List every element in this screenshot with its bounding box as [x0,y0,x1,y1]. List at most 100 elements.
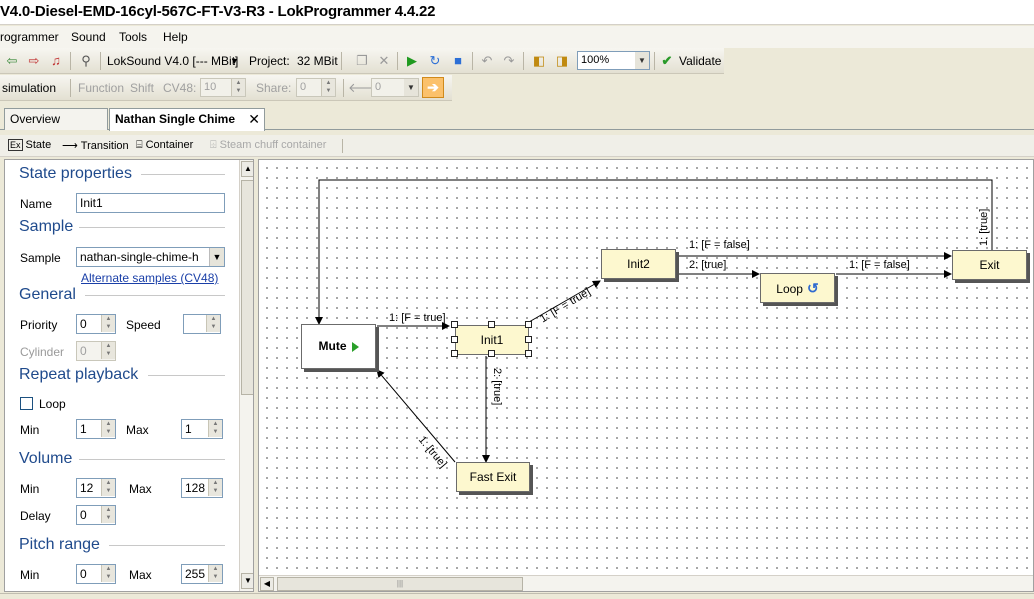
selection-handle[interactable] [525,336,532,343]
selection-handle[interactable] [488,321,495,328]
zoom-select[interactable]: 100% ▼ [577,51,650,70]
menu-tools[interactable]: Tools [119,30,147,44]
state-node-loop[interactable]: Loop↺ [760,273,835,303]
arrow-left-icon[interactable]: 🡐 [348,79,366,97]
edge-label-exit-mute: 1: [true] [978,209,990,246]
spinner-icon[interactable]: ▲▼ [101,315,115,332]
container-tool[interactable]: ⌸Container [136,139,193,152]
steam-chuff-icon: ⌹ [210,139,217,151]
state-node-mute[interactable]: Mute [301,324,376,369]
speed-stepper[interactable]: ▲▼ [183,314,221,334]
decoder-icon[interactable]: ⚲ [77,52,95,70]
bring-front-icon[interactable]: ◧ [530,52,548,70]
chevron-down-icon[interactable]: ▼ [230,56,239,66]
share-stepper[interactable]: 0 ▲▼ [296,78,336,97]
undo-icon[interactable]: ↶ [478,52,496,70]
pitch-max-stepper[interactable]: 255 ▲▼ [181,564,223,584]
selection-handle[interactable] [525,321,532,328]
spinner-icon[interactable]: ▲▼ [231,79,245,96]
checkmark-icon[interactable]: ✔ [658,52,676,70]
loop-checkbox[interactable] [20,397,33,410]
export-icon[interactable]: ⇨ [25,52,43,70]
document-tabs: Overview Nathan Single Chime ✕ [0,106,1034,130]
spinner-icon[interactable]: ▲▼ [101,342,115,359]
diagram-canvas[interactable]: Mute Init1 Init2 Loop↺ Exit Fast Exit 1:… [259,160,1034,574]
state-tool[interactable]: ExState [8,139,51,151]
selection-handle[interactable] [488,350,495,357]
spinner-icon[interactable]: ▲▼ [208,479,222,496]
menu-lokprogrammer[interactable]: rogrammer [0,30,59,44]
spinner-icon[interactable]: ▲▼ [208,565,222,582]
scroll-up-icon[interactable]: ▲ [241,161,254,177]
container-tool-label: Container [146,139,194,151]
refresh-icon[interactable]: ↻ [426,52,444,70]
scrollbar-thumb[interactable] [241,180,254,395]
delay-stepper[interactable]: 0 ▲▼ [76,505,116,525]
cv48-stepper[interactable]: 10 ▲▼ [200,78,246,97]
repeat-max-value: 1 [185,422,192,436]
close-icon[interactable]: ✕ [248,109,260,129]
spinner-icon[interactable]: ▲▼ [101,506,115,523]
state-icon: Ex [8,139,23,151]
node-label: Loop [776,282,803,296]
scroll-down-icon[interactable]: ▼ [241,573,254,589]
repeat-max-stepper[interactable]: 1 ▲▼ [181,419,223,439]
import-icon[interactable]: ⇦ [3,52,21,70]
state-node-fast-exit[interactable]: Fast Exit [456,462,530,492]
spinner-icon[interactable]: ▲▼ [206,315,220,332]
toolbar-separator [341,52,342,70]
spinner-icon[interactable]: ▲▼ [101,479,115,496]
spinner-icon[interactable]: ▲▼ [321,79,335,96]
decoder-select[interactable]: LokSound V4.0 [--- MBit] [107,54,238,68]
speed-label: Speed [126,318,161,332]
cylinder-stepper[interactable]: 0 ▲▼ [76,341,116,361]
edge-fastexit-mute[interactable] [377,370,455,462]
pitch-min-stepper[interactable]: 0 ▲▼ [76,564,116,584]
tab-nathan-single-chime[interactable]: Nathan Single Chime ✕ [109,108,265,131]
sound-export-icon[interactable]: ♫ [47,52,65,70]
priority-stepper[interactable]: 0 ▲▼ [76,314,116,334]
volume-max-stepper[interactable]: 128 ▲▼ [181,478,223,498]
selection-handle[interactable] [451,336,458,343]
properties-scrollbar[interactable]: ▲ ▼ [239,160,254,591]
spinner-icon[interactable]: ▲▼ [208,420,222,437]
tab-overview[interactable]: Overview [4,108,108,130]
step-select[interactable]: 0 ▼ [371,78,419,97]
play-icon[interactable]: ▶ [403,52,421,70]
spinner-icon[interactable]: ▲▼ [101,565,115,582]
stop-icon[interactable]: ■ [449,52,467,70]
chevron-down-icon[interactable]: ▼ [209,248,224,266]
selection-handle[interactable] [451,350,458,357]
send-back-icon[interactable]: ◨ [553,52,571,70]
transition-tool-label: Transition [81,140,129,152]
redo-icon[interactable]: ↷ [500,52,518,70]
copy-icon[interactable]: ❐ [353,52,371,70]
arrow-right-button[interactable]: ➔ [422,77,444,98]
state-node-exit[interactable]: Exit [952,250,1027,280]
scrollbar-thumb[interactable]: ||| [277,577,523,591]
spinner-icon[interactable]: ▲▼ [101,420,115,437]
menu-sound[interactable]: Sound [71,30,106,44]
menu-help[interactable]: Help [163,30,188,44]
divider [141,174,225,175]
selection-handle[interactable] [525,350,532,357]
steam-chuff-tool[interactable]: ⌹Steam chuff container [210,139,326,152]
volume-min-stepper[interactable]: 12 ▲▼ [76,478,116,498]
state-node-init2[interactable]: Init2 [601,249,676,279]
delete-icon[interactable]: ✕ [375,52,393,70]
sample-select[interactable]: nathan-single-chime-h ▼ [76,247,225,267]
transition-tool[interactable]: ⟶Transition [62,139,129,152]
chevron-down-icon[interactable]: ▼ [635,52,649,69]
scroll-left-icon[interactable]: ◀ [260,577,274,591]
canvas-horizontal-scrollbar[interactable]: ◀ ||| [259,575,1034,592]
selection-handle[interactable] [451,321,458,328]
node-label: Init2 [627,257,650,271]
sample-label: Sample [20,251,61,265]
chevron-down-icon[interactable]: ▼ [404,79,418,96]
name-field[interactable]: Init1 [76,193,225,213]
alternate-samples-link[interactable]: Alternate samples (CV48) [81,271,218,285]
repeat-min-stepper[interactable]: 1 ▲▼ [76,419,116,439]
volume-min-label: Min [20,482,39,496]
delay-label: Delay [20,509,51,523]
validate-button[interactable]: Validate [679,54,721,68]
